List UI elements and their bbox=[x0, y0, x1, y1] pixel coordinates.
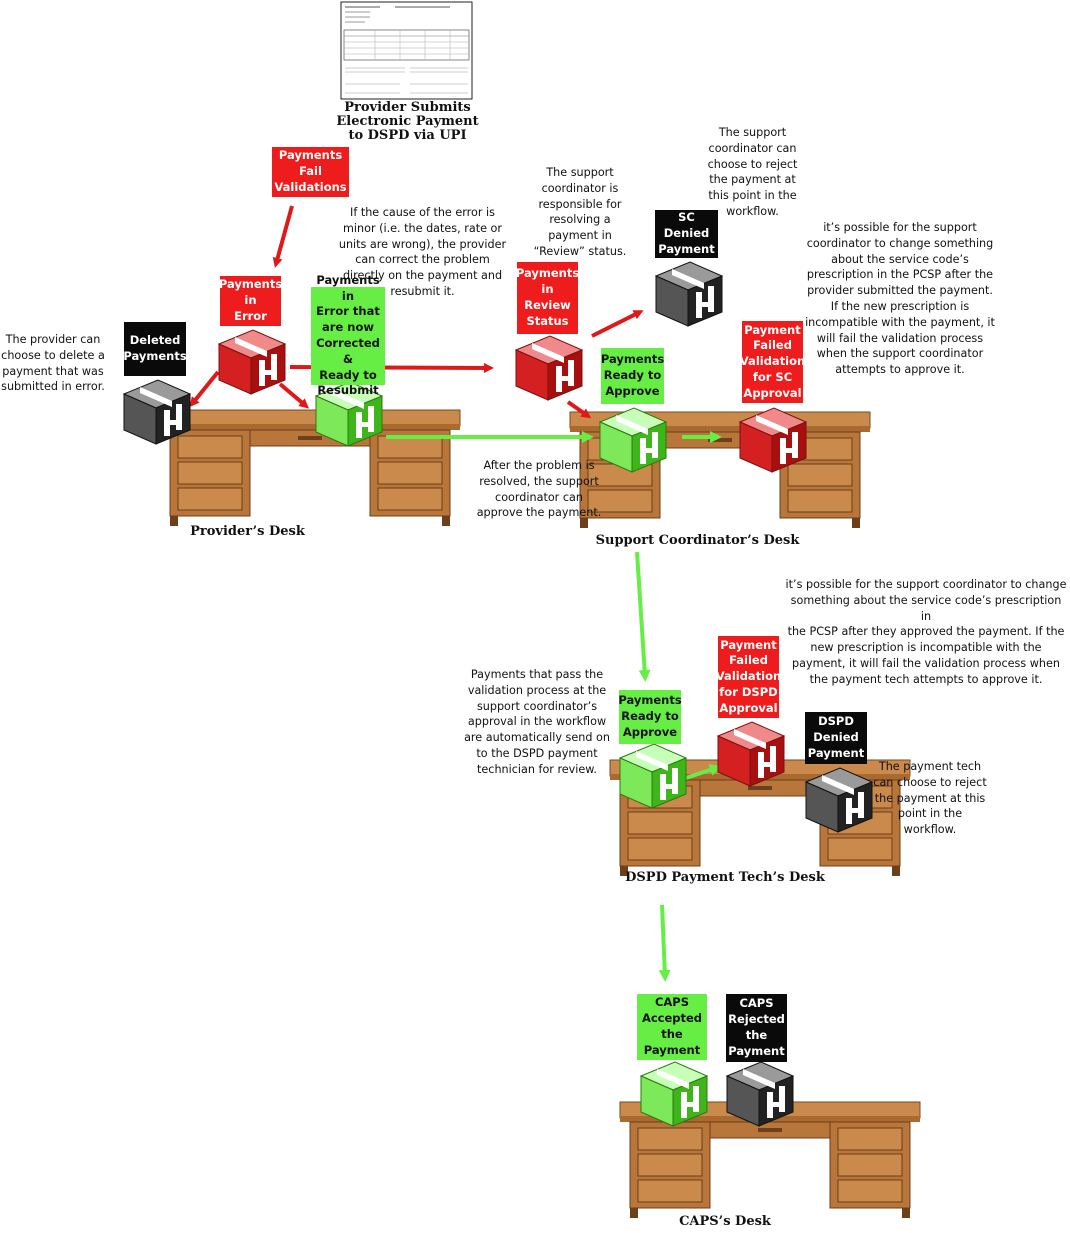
note-provider-delete: The provider can choose to delete a paym… bbox=[1, 333, 105, 394]
package-box-icon bbox=[123, 379, 191, 445]
package-box-icon bbox=[619, 743, 687, 809]
caps-accepted-label: CAPS Accepted the Payment bbox=[637, 994, 707, 1060]
note-minor-error: If the cause of the error is minor (i.e.… bbox=[338, 206, 507, 298]
note-sc-pcsp-change: it’s possible for the support coordinato… bbox=[805, 221, 995, 377]
deleted-payments-label: Deleted Payments bbox=[123, 322, 187, 376]
flow-arrow-icon bbox=[189, 370, 220, 408]
package-box-icon bbox=[805, 767, 873, 833]
note-tech-reject: The payment tech can choose to reject th… bbox=[873, 760, 987, 837]
payments-in-error-label: Payments in Error bbox=[219, 276, 282, 326]
package-box-icon bbox=[640, 1061, 708, 1127]
flow-arrow-icon bbox=[591, 310, 644, 338]
failed-dspd-approval-label: Payment Failed Validation for DSPD Appro… bbox=[716, 636, 781, 718]
note-sc-reject: The support coordinator can choose to re… bbox=[707, 126, 798, 218]
note-tech-pcsp-change: it’s possible for the support coordinato… bbox=[785, 578, 1067, 686]
dspd-denied-label: DSPD Denied Payment bbox=[805, 712, 867, 764]
package-box-icon bbox=[717, 721, 785, 787]
payment-tech-desk-title: DSPD Payment Tech’s Desk bbox=[625, 870, 825, 885]
flow-arrow-icon bbox=[566, 400, 592, 419]
caps-desk-title: CAPS’s Desk bbox=[679, 1214, 771, 1229]
failed-sc-approval-label: Payment Failed Validation for SC Approva… bbox=[740, 321, 805, 403]
provider-desk-title: Provider’s Desk bbox=[190, 524, 305, 539]
package-box-icon bbox=[515, 335, 583, 401]
provider-desk-icon bbox=[159, 409, 461, 527]
caps-rejected-label: CAPS Rejected the Payment bbox=[726, 994, 787, 1062]
note-after-resolved: After the problem is resolved, the suppo… bbox=[476, 459, 602, 520]
review-status-label: Payments in Review Status bbox=[516, 262, 579, 334]
tech-ready-to-approve-label: Payments Ready to Approve bbox=[618, 690, 682, 744]
note-auto-send: Payments that pass the validation proces… bbox=[464, 668, 610, 776]
note-sc-review: The support coordinator is responsible f… bbox=[533, 166, 627, 258]
corrected-resubmit-label: Payments in Error that are now Corrected… bbox=[311, 273, 385, 397]
package-box-icon bbox=[218, 329, 286, 395]
package-box-icon bbox=[726, 1061, 794, 1127]
support-coordinator-desk-title: Support Coordinator’s Desk bbox=[595, 533, 800, 548]
fail-validations-label: Payments Fail Validations bbox=[272, 147, 349, 197]
flow-arrow-icon bbox=[635, 551, 651, 682]
submission-title: Provider Submits Electronic Payment to D… bbox=[336, 100, 479, 143]
document-form-icon bbox=[340, 1, 473, 100]
flow-arrow-icon bbox=[685, 764, 722, 780]
package-box-icon bbox=[739, 407, 807, 473]
flow-arrow-icon bbox=[278, 382, 310, 409]
package-box-icon bbox=[655, 261, 723, 327]
package-box-icon bbox=[599, 407, 667, 473]
sc-ready-to-approve-label: Payments Ready to Approve bbox=[601, 348, 664, 404]
sc-denied-label: SC Denied Payment bbox=[655, 210, 718, 258]
flow-arrow-icon bbox=[272, 205, 294, 268]
flow-arrow-icon bbox=[658, 904, 671, 982]
